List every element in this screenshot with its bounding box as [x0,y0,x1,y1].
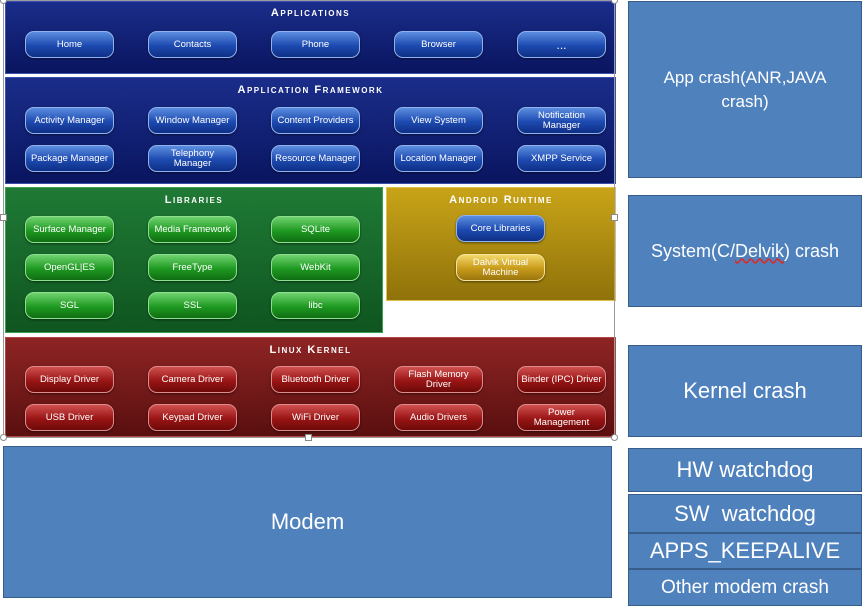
applications-title: Applications [270,7,351,19]
other-modem-crash-label: Other modem crash [661,576,829,598]
binder-ipc-driver-button[interactable]: Binder (IPC) Driver [517,366,606,393]
system-crash-box: System(C/Delvik) crash [628,195,862,307]
core-libraries-button[interactable]: Core Libraries [456,215,545,242]
media-framework-button[interactable]: Media Framework [148,216,237,243]
activity-manager-button[interactable]: Activity Manager [25,107,114,134]
app-more-button[interactable]: ... [517,31,606,58]
resize-handle-left[interactable] [0,214,7,221]
surface-manager-button[interactable]: Surface Manager [25,216,114,243]
apps-keepalive-label: APPS_KEEPALIVE [649,538,841,563]
display-driver-button[interactable]: Display Driver [25,366,114,393]
window-manager-button[interactable]: Window Manager [148,107,237,134]
delvik-spellcheck-word: Delvik [734,240,784,261]
resize-handle-bottom-left[interactable] [0,434,7,441]
ssl-button[interactable]: SSL [148,292,237,319]
wifi-driver-button[interactable]: WiFi Driver [271,404,360,431]
modem-box: Modem [3,446,612,598]
framework-title: Application Framework [237,84,384,96]
app-phone-button[interactable]: Phone [271,31,360,58]
resize-handle-top-left[interactable] [0,0,7,4]
telephony-manager-button[interactable]: Telephony Manager [148,145,237,172]
libc-button[interactable]: libc [271,292,360,319]
sw-watchdog-box: SW watchdog [628,494,862,533]
audio-drivers-button[interactable]: Audio Drivers [394,404,483,431]
sgl-button[interactable]: SGL [25,292,114,319]
resize-handle-right[interactable] [611,214,618,221]
app-home-button[interactable]: Home [25,31,114,58]
sqlite-button[interactable]: SQLite [271,216,360,243]
notification-manager-button[interactable]: Notification Manager [517,107,606,134]
location-manager-button[interactable]: Location Manager [394,145,483,172]
package-manager-button[interactable]: Package Manager [25,145,114,172]
sw-watchdog-label: SW watchdog [674,500,816,526]
resize-handle-bottom[interactable] [305,434,312,441]
resource-manager-button[interactable]: Resource Manager [271,145,360,172]
content-providers-button[interactable]: Content Providers [271,107,360,134]
system-crash-label: System(C/Delvik) crash [650,240,840,261]
freetype-button[interactable]: FreeType [148,254,237,281]
flash-memory-driver-button[interactable]: Flash Memory Driver [394,366,483,393]
power-management-button[interactable]: Power Management [517,404,606,431]
selection-frame [3,0,615,438]
xmpp-service-button[interactable]: XMPP Service [517,145,606,172]
view-system-button[interactable]: View System [394,107,483,134]
usb-driver-button[interactable]: USB Driver [25,404,114,431]
opengl-es-button[interactable]: OpenGL|ES [25,254,114,281]
kernel-crash-box: Kernel crash [628,345,862,437]
libraries-title: Libraries [164,194,224,206]
app-crash-box: App crash(ANR,JAVA crash) [628,1,862,178]
keypad-driver-button[interactable]: Keypad Driver [148,404,237,431]
app-browser-button[interactable]: Browser [394,31,483,58]
bluetooth-driver-button[interactable]: Bluetooth Driver [271,366,360,393]
app-crash-label: App crash(ANR,JAVA crash) [663,67,827,111]
hw-watchdog-box: HW watchdog [628,448,862,492]
dalvik-vm-button[interactable]: Dalvik Virtual Machine [456,254,545,281]
app-contacts-button[interactable]: Contacts [148,31,237,58]
resize-handle-bottom-right[interactable] [611,434,618,441]
hw-watchdog-label: HW watchdog [676,457,814,482]
camera-driver-button[interactable]: Camera Driver [148,366,237,393]
resize-handle-top-right[interactable] [611,0,618,4]
kernel-crash-label: Kernel crash [683,378,807,403]
modem-label: Modem [270,509,345,534]
other-modem-crash-box: Other modem crash [628,569,862,606]
kernel-title: Linux Kernel [269,344,352,356]
runtime-title: Android Runtime [449,194,553,206]
runtime-layer: Android Runtime [386,187,616,301]
apps-keepalive-box: APPS_KEEPALIVE [628,533,862,569]
webkit-button[interactable]: WebKit [271,254,360,281]
